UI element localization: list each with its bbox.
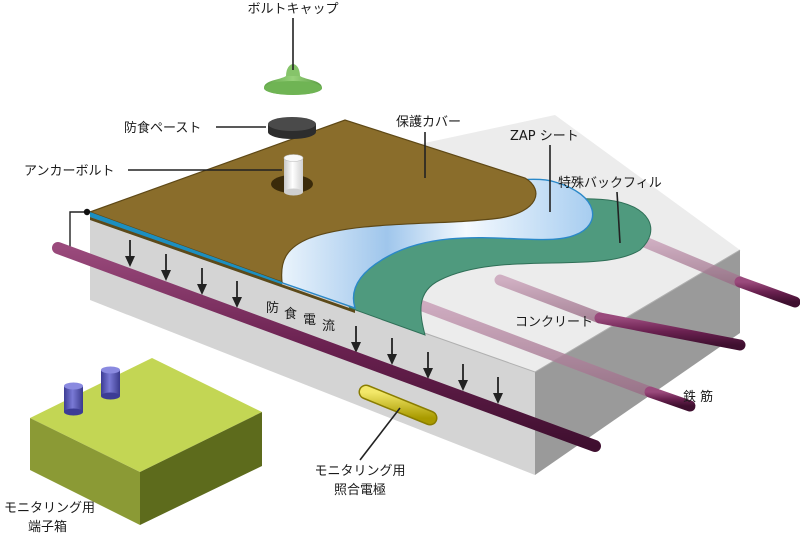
label-protective-cover: 保護カバー: [396, 114, 461, 130]
terminal-post: [101, 366, 120, 400]
label-reference-electrode-line1: モニタリング用: [314, 464, 405, 479]
label-current-char-2: 食: [284, 306, 297, 322]
label-special-backfill: 特殊バックフィル: [558, 176, 662, 191]
label-terminal-box-line1: モニタリング用: [4, 501, 95, 516]
label-current-char-1: 防: [266, 300, 279, 316]
label-terminal-box-line2: 端子箱: [28, 519, 67, 535]
rebars-embedded: [414, 234, 746, 398]
arrow: [423, 352, 433, 379]
arrow: [232, 281, 242, 308]
reference-electrode: [358, 384, 438, 426]
leader-lines: [128, 18, 621, 461]
arrow: [387, 338, 397, 365]
leader-electrode: [359, 407, 401, 461]
bolt-cap: [264, 64, 322, 95]
monitoring-terminal-box: [30, 358, 262, 525]
rebars-protruding: [52, 242, 800, 452]
sheet-edge: [90, 217, 355, 313]
arrow: [161, 254, 171, 281]
label-anticorrosion-paste: 防食ペースト: [124, 120, 201, 136]
label-current-char-3: 電: [303, 313, 316, 328]
arrow: [351, 326, 361, 353]
leader-backfill: [616, 191, 621, 244]
wire-terminal-top: [83, 208, 91, 216]
arrow: [125, 240, 135, 267]
protection-current-arrows: [125, 240, 503, 404]
label-reference-electrode-line2: 照合電極: [334, 482, 386, 498]
terminal-post: [64, 382, 83, 416]
label-anchor-bolt: アンカーボルト: [24, 164, 114, 179]
label-zap-sheet: ZAP シート: [510, 129, 579, 144]
label-bolt-cap: ボルトキャップ: [247, 2, 338, 17]
anchor-bolt: [271, 154, 313, 196]
connection-wire: [69, 211, 86, 252]
arrow: [493, 377, 503, 404]
label-rebar: 鉄 筋: [683, 389, 713, 405]
anticorrosion-paste-disc: [268, 117, 316, 139]
arrow: [458, 364, 468, 391]
label-current-char-4: 流: [322, 319, 335, 334]
label-concrete: コンクリート: [515, 315, 593, 330]
arrow: [197, 268, 207, 295]
